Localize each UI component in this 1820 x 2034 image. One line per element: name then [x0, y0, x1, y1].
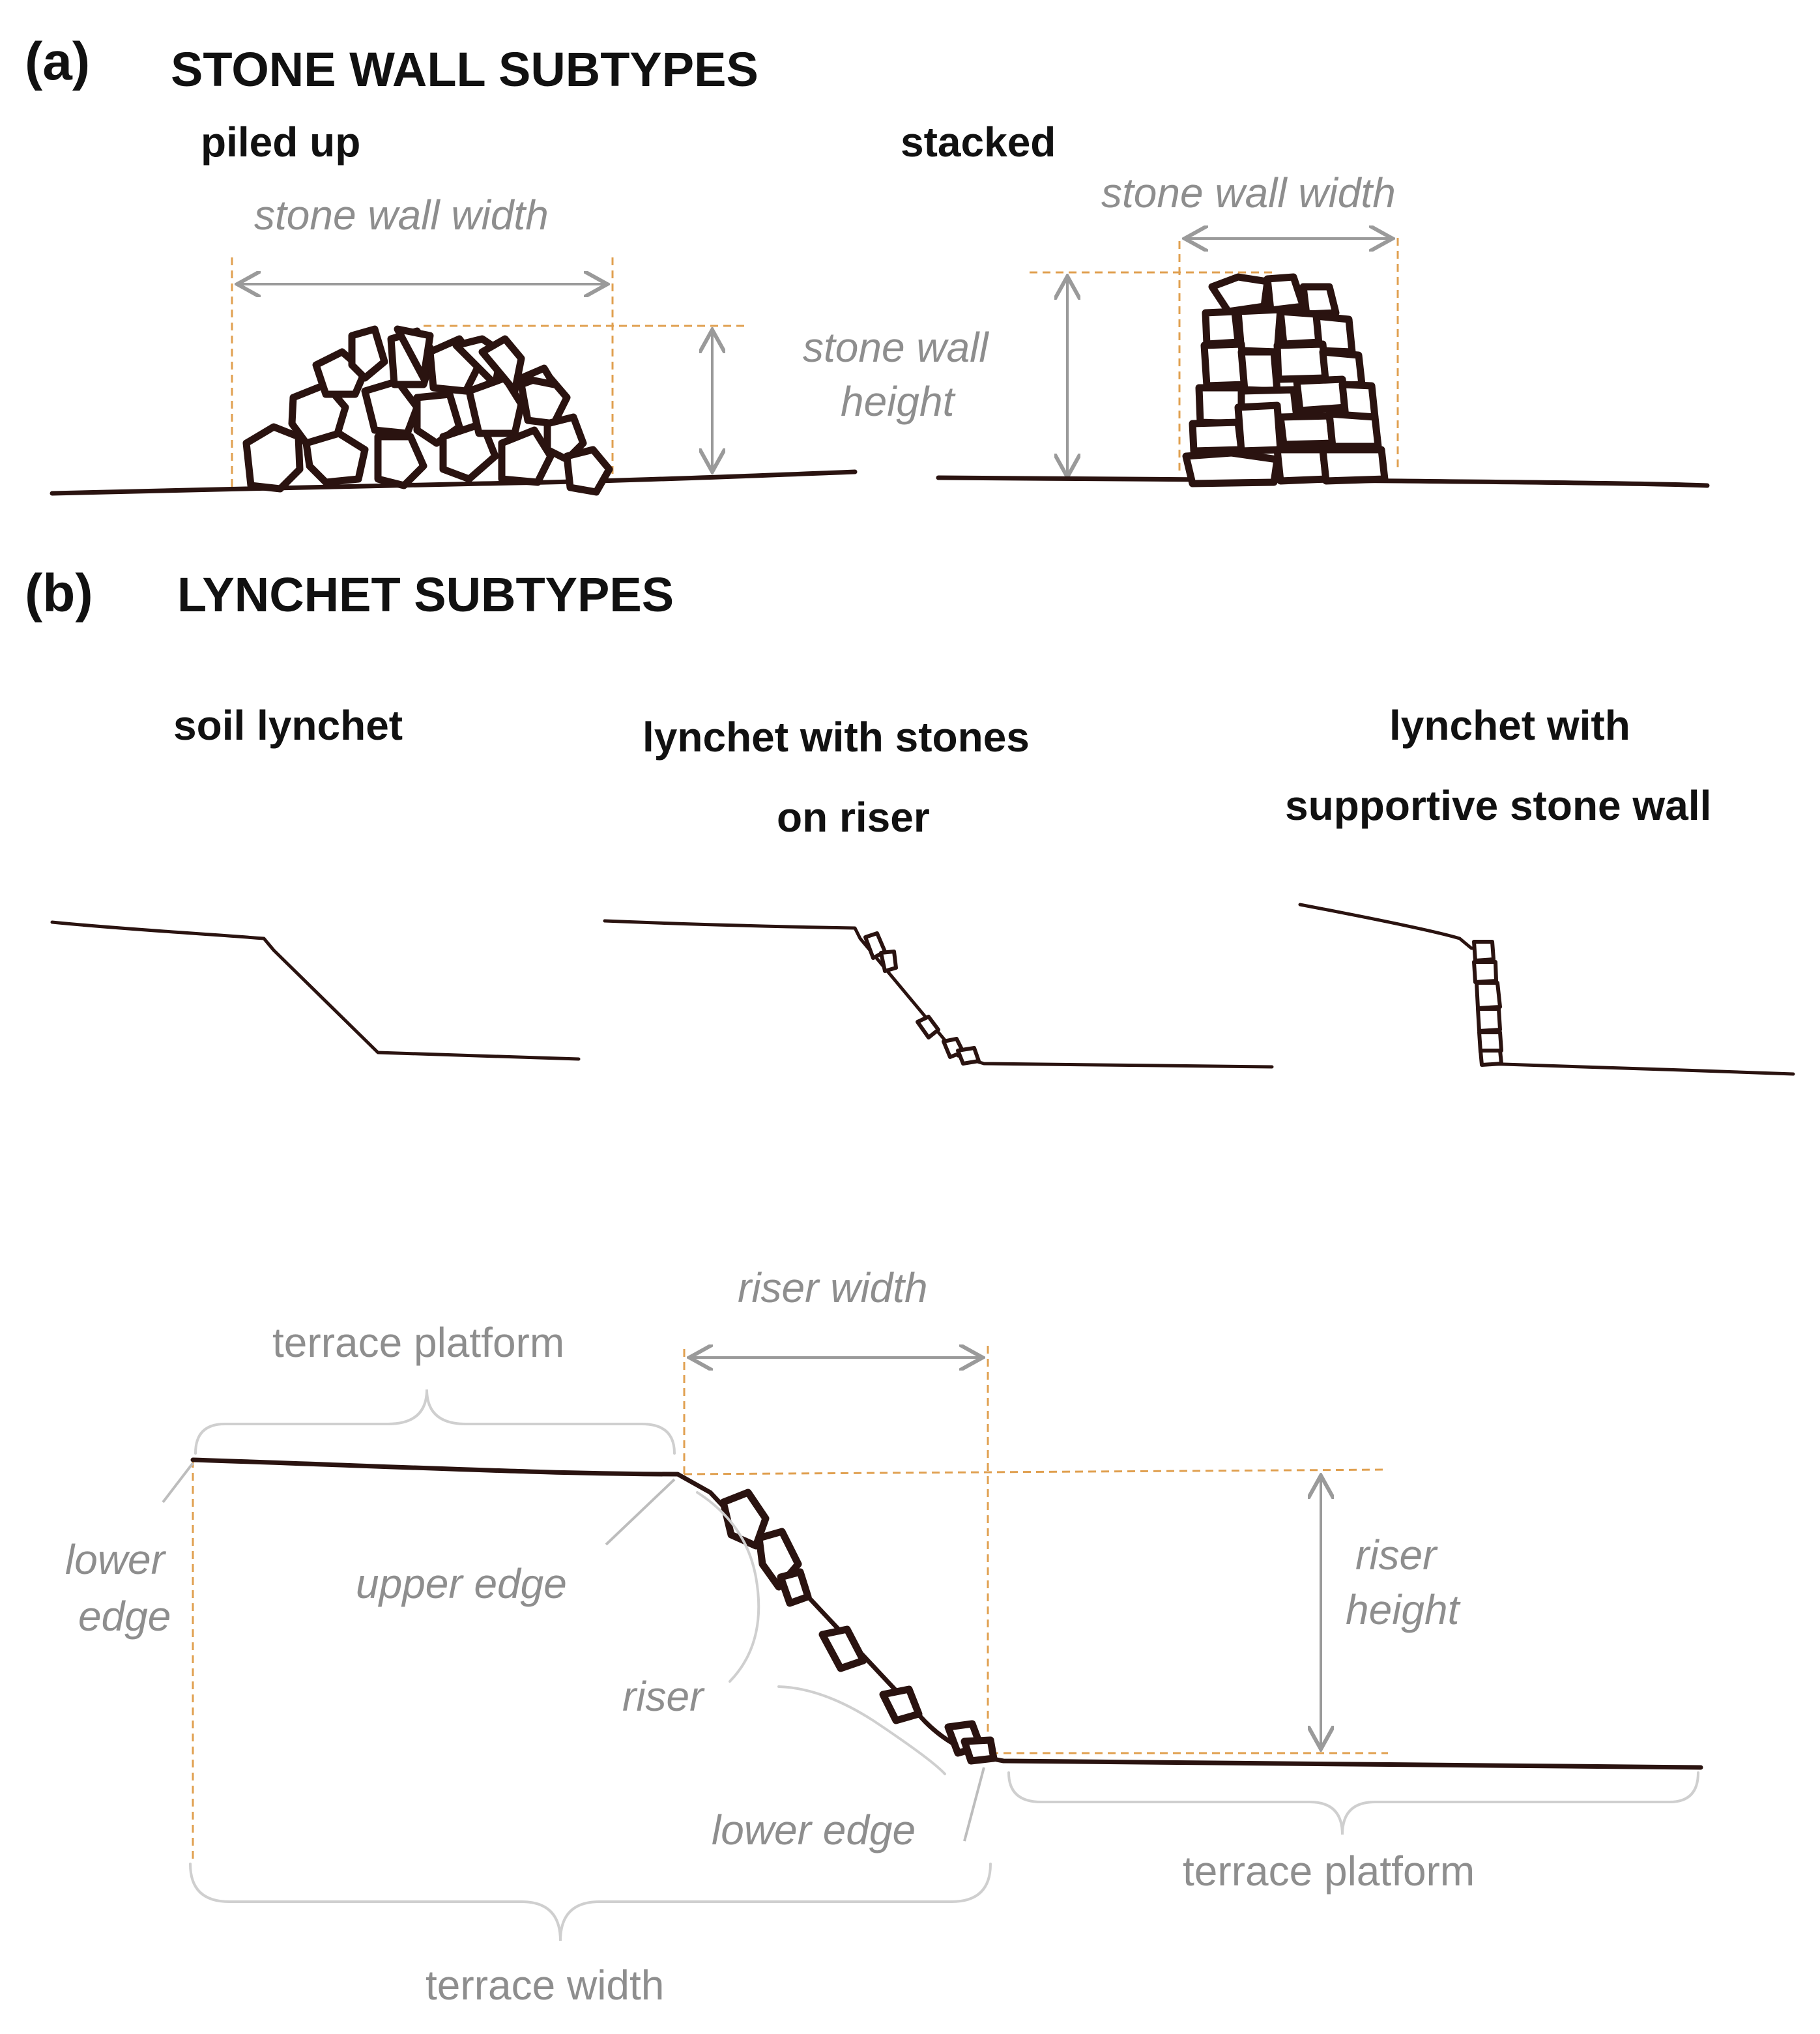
- subtype-supportive-wall-1: lynchet with: [1389, 702, 1630, 749]
- riser-label: riser: [622, 1673, 705, 1720]
- terrace-width-label: terrace width: [426, 1962, 664, 2009]
- upper-edge-label: upper edge: [356, 1560, 567, 1607]
- lower-edge-label: lower edge: [712, 1807, 916, 1853]
- piled-up-wall-drawing: [50, 257, 858, 496]
- terrace-platform-lower-label: terrace platform: [1183, 1848, 1475, 1895]
- annotated-lynchet-profile: [162, 1346, 1703, 1941]
- piled-width-label: stone wall width: [254, 192, 549, 239]
- subtype-supportive-wall-2: supportive stone wall: [1285, 782, 1711, 829]
- panel-a-tag: (a): [25, 32, 90, 91]
- subtype-soil-lynchet: soil lynchet: [173, 702, 403, 749]
- subtype-piled-up: piled up: [201, 119, 360, 166]
- stones-on-riser-profile: [603, 919, 1274, 1069]
- subtype-stacked: stacked: [901, 119, 1056, 166]
- panel-b-tag: (b): [25, 564, 93, 623]
- terrace-platform-upper-label: terrace platform: [272, 1319, 564, 1366]
- stacked-width-label: stone wall width: [1101, 169, 1396, 216]
- panel-a-title: STONE WALL SUBTYPES: [171, 42, 758, 96]
- subtype-stones-on-riser-2: on riser: [777, 794, 930, 841]
- subtype-stones-on-riser-1: lynchet with stones: [643, 714, 1030, 761]
- panel-b-title: LYNCHET SUBTYPES: [177, 568, 674, 622]
- riser-height-label-1: riser: [1355, 1532, 1438, 1578]
- lower-edge-left-2: edge: [78, 1593, 171, 1640]
- wall-height-label-1: stone wall: [803, 324, 989, 371]
- soil-lynchet-profile: [50, 920, 581, 1061]
- riser-width-label: riser width: [738, 1264, 928, 1311]
- stacked-wall-drawing: [936, 238, 1710, 488]
- supportive-wall-profile: [1298, 903, 1795, 1076]
- riser-height-label-2: height: [1346, 1586, 1461, 1633]
- wall-height-label-2: height: [841, 378, 956, 425]
- lower-edge-left-1: lower: [65, 1536, 167, 1583]
